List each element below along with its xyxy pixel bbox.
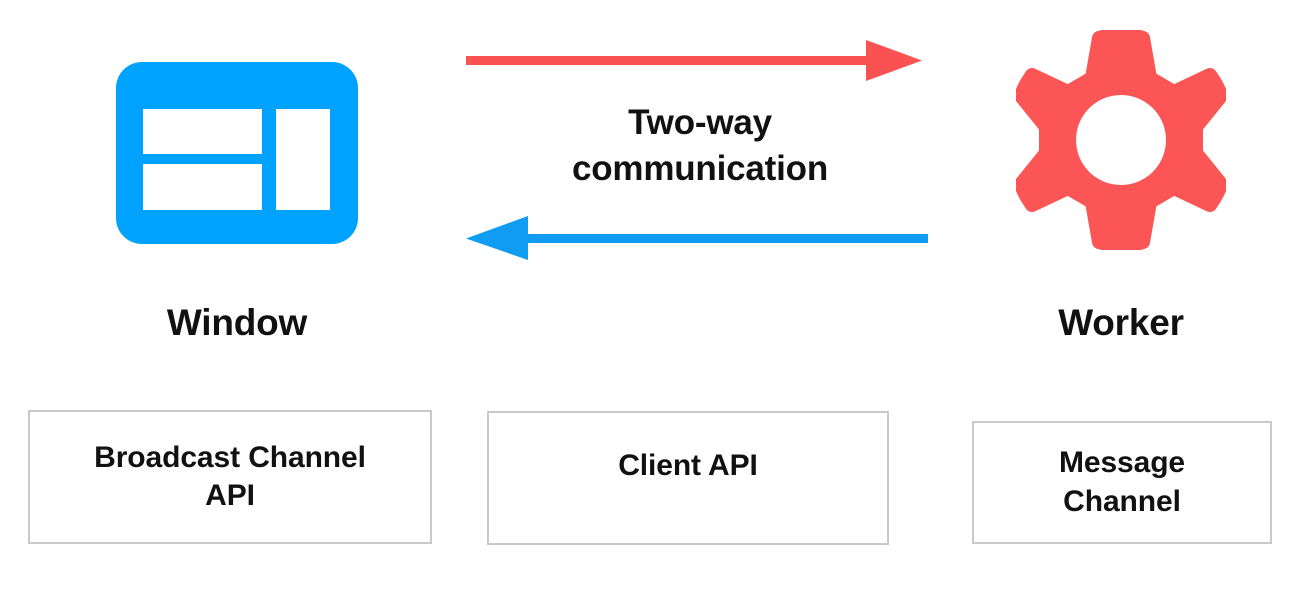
api-box-broadcast-line-1: Broadcast Channel	[94, 440, 366, 474]
gear-icon	[1016, 30, 1226, 250]
node-label-worker: Worker	[1058, 302, 1184, 343]
center-caption: Two-way communication	[470, 100, 930, 191]
api-box-client-api: Client API	[487, 411, 889, 545]
api-box-broadcast-channel-api-text: Broadcast Channel API	[30, 439, 430, 516]
api-box-broadcast-channel-api: Broadcast Channel API	[28, 410, 432, 544]
api-box-client-line-1: Client API	[618, 449, 758, 482]
window-browser-icon	[116, 62, 358, 244]
center-caption-line-1: Two-way	[628, 103, 772, 142]
center-caption-line-2: communication	[571, 148, 829, 188]
arrow-window-to-worker	[466, 36, 922, 84]
node-label-window: Window	[166, 302, 308, 343]
api-box-message-channel: Message Channel	[972, 421, 1272, 544]
api-box-client-api-text: Client API	[489, 447, 887, 485]
api-box-message-line-2: Channel	[1063, 484, 1181, 518]
api-box-message-line-1: Message	[1058, 446, 1186, 480]
arrow-worker-to-window	[466, 214, 928, 262]
api-box-message-channel-text: Message Channel	[974, 444, 1270, 521]
api-box-broadcast-line-2: API	[205, 479, 255, 512]
